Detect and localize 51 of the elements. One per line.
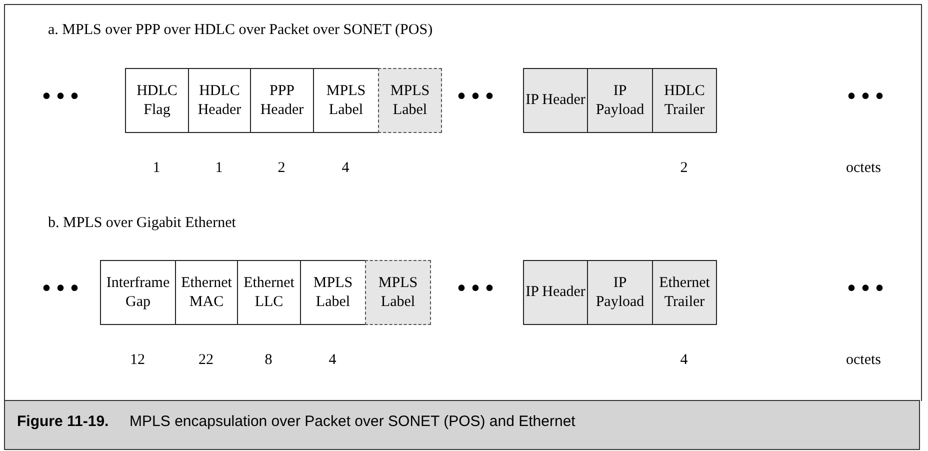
unit-label: octets xyxy=(846,160,881,177)
section-title: b. MPLS over Gigabit Ethernet xyxy=(48,215,236,232)
field-name: Ethernet Trailer xyxy=(658,274,711,312)
octet-count: 22 xyxy=(198,352,214,369)
ellipsis: ••• xyxy=(40,85,82,110)
octet-count: 4 xyxy=(679,352,689,369)
octet-count: 4 xyxy=(328,352,338,369)
field-box xyxy=(652,260,717,325)
field-name: Ethernet LLC xyxy=(242,274,296,312)
field-box xyxy=(250,68,314,133)
field-box xyxy=(652,68,717,133)
field-name: MPLS Label xyxy=(312,274,354,312)
field-box xyxy=(523,68,588,133)
field-name: MPLS Label xyxy=(389,82,431,120)
field-name: IP Header xyxy=(526,91,586,110)
field-box xyxy=(587,68,653,133)
ellipsis: ••• xyxy=(455,277,497,302)
field-box xyxy=(188,68,251,133)
octet-count: 2 xyxy=(679,160,689,177)
field-name: HDLC Flag xyxy=(136,82,178,120)
octet-count: 8 xyxy=(264,352,274,369)
field-name: HDLC Header xyxy=(196,82,242,120)
ellipsis: ••• xyxy=(845,277,887,302)
field-name: MPLS Label xyxy=(325,82,367,120)
field-name: IP Payload xyxy=(594,82,646,120)
field-name: IP Payload xyxy=(594,274,646,312)
field-box xyxy=(365,260,431,325)
ellipsis: ••• xyxy=(455,85,497,110)
figure-caption: Figure 11-19. MPLS encapsulation over Packet over SONET (POS) and Ethernet xyxy=(17,413,576,430)
field-box xyxy=(237,260,301,325)
octet-count: 1 xyxy=(152,160,162,177)
unit-label: octets xyxy=(846,352,881,369)
field-name: IP Header xyxy=(526,283,586,302)
field-name: HDLC Trailer xyxy=(663,82,706,120)
section-title: a. MPLS over PPP over HDLC over Packet over SONET (POS) xyxy=(48,22,433,39)
field-box xyxy=(378,68,442,133)
ellipsis: ••• xyxy=(40,277,82,302)
field-name: Interframe Gap xyxy=(105,274,171,312)
field-box xyxy=(125,68,189,133)
octet-count: 12 xyxy=(129,352,146,369)
field-box xyxy=(587,260,653,325)
octet-count: 4 xyxy=(340,160,350,177)
field-name: MPLS Label xyxy=(377,274,419,312)
octet-count: 1 xyxy=(214,160,224,177)
field-box xyxy=(100,260,176,325)
field-name: Ethernet MAC xyxy=(180,274,233,312)
octet-count: 2 xyxy=(276,160,286,177)
field-box xyxy=(523,260,588,325)
ellipsis: ••• xyxy=(845,85,887,110)
field-box xyxy=(175,260,238,325)
field-name: PPP Header xyxy=(259,82,305,120)
